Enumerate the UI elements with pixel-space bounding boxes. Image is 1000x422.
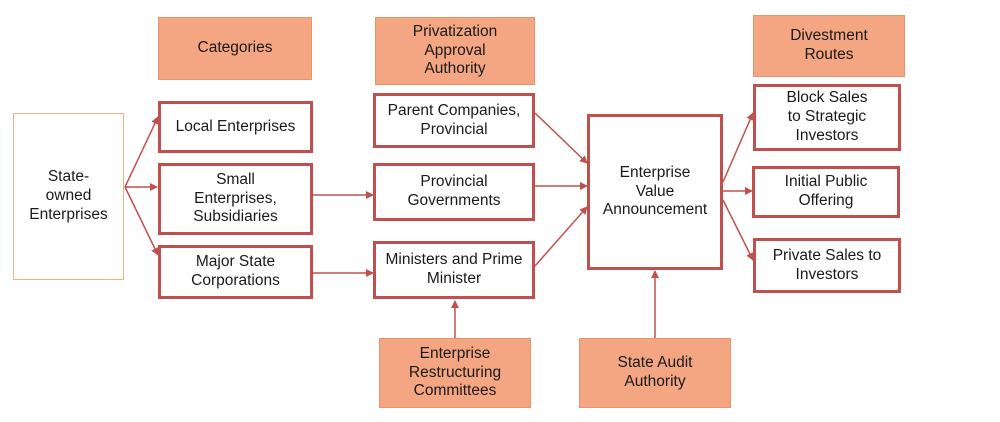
authority-label: Provincial Governments: [407, 173, 501, 209]
route-label: Block Sales to Strategic Investors: [786, 89, 868, 144]
route-block-sales: Block Sales to Strategic Investors: [753, 84, 901, 151]
category-local-enterprises: Local Enterprises: [158, 101, 313, 153]
state-audit-authority: State Audit Authority: [579, 338, 731, 408]
header-categories: Categories: [158, 17, 312, 80]
category-major-state-corporations: Major State Corporations: [158, 245, 313, 299]
arrow-parent-to-center: [534, 112, 588, 164]
authority-label: Ministers and Prime Minister: [385, 251, 523, 287]
header-categories-label: Categories: [197, 39, 273, 57]
category-label: Small Enterprises, Subsidiaries: [193, 170, 278, 226]
route-private-sales: Private Sales to Investors: [753, 238, 901, 293]
enterprise-value-announcement: Enterprise Value Announcement: [587, 114, 723, 270]
arrow-ministers-to-center: [534, 206, 588, 267]
arrow-center-to-private: [722, 199, 754, 261]
source-state-owned-enterprises: State- owned Enterprises: [13, 113, 124, 280]
arrow-source-to-local: [124, 116, 159, 188]
authority-label: Parent Companies, Provincial: [387, 101, 521, 138]
route-label: Initial Public Offering: [784, 173, 868, 209]
authority-parent-companies: Parent Companies, Provincial: [373, 93, 535, 148]
header-approval-authority-label: Privatization Approval Authority: [412, 22, 498, 78]
committees-label: Enterprise Restructuring Committees: [408, 344, 502, 400]
header-divestment-routes-label: Divestment Routes: [790, 27, 868, 63]
category-label: Local Enterprises: [175, 117, 296, 135]
authority-ministers-prime-minister: Ministers and Prime Minister: [373, 241, 535, 299]
audit-label: State Audit Authority: [617, 354, 693, 390]
category-small-enterprises: Small Enterprises, Subsidiaries: [158, 163, 313, 235]
enterprise-restructuring-committees: Enterprise Restructuring Committees: [379, 338, 531, 408]
header-divestment-routes: Divestment Routes: [753, 15, 905, 77]
category-label: Major State Corporations: [191, 253, 280, 289]
header-approval-authority: Privatization Approval Authority: [375, 17, 535, 85]
center-label: Enterprise Value Announcement: [602, 163, 708, 219]
arrow-source-to-major: [124, 186, 159, 256]
arrow-center-to-block: [722, 112, 754, 183]
source-label: State- owned Enterprises: [29, 168, 108, 223]
route-initial-public-offering: Initial Public Offering: [752, 166, 900, 218]
route-label: Private Sales to Investors: [772, 246, 882, 283]
authority-provincial-governments: Provincial Governments: [373, 163, 535, 221]
